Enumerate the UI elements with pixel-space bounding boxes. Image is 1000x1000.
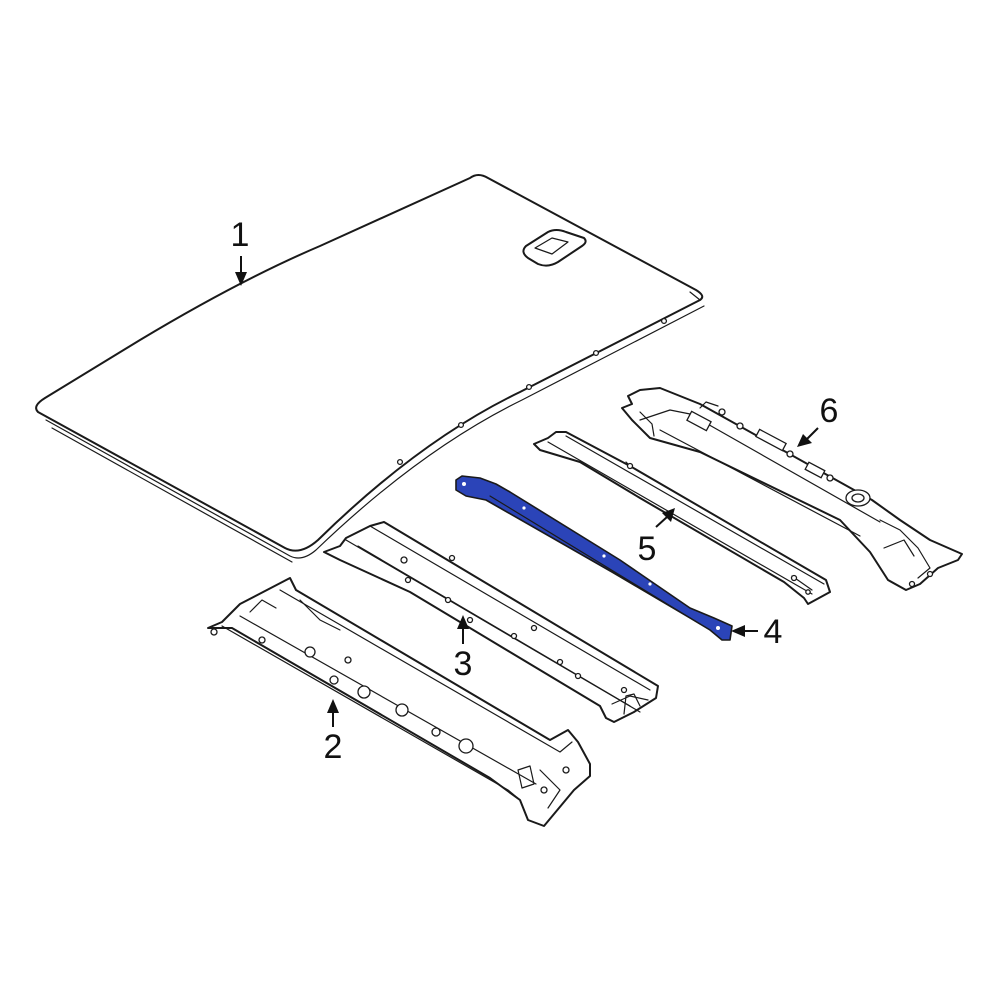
callout-4: 4 — [731, 613, 782, 651]
callout-5: 5 — [638, 508, 675, 568]
callout-arrowhead-5 — [662, 508, 675, 522]
callout-arrowhead-3 — [457, 615, 469, 629]
roof-bow-center[interactable] — [455, 475, 733, 641]
callout-arrowhead-6 — [797, 434, 812, 447]
callout-label-3: 3 — [454, 645, 473, 683]
callout-arrowhead-4 — [731, 625, 745, 637]
callout-3: 3 — [454, 615, 473, 683]
callout-arrow-6 — [805, 427, 819, 441]
callout-label-1: 1 — [231, 216, 250, 254]
callout-arrow-5 — [655, 516, 668, 528]
callout-2: 2 — [324, 699, 343, 766]
callout-label-4: 4 — [764, 613, 783, 651]
callout-arrowhead-2 — [327, 699, 339, 713]
roof-panel[interactable] — [35, 174, 705, 563]
callout-label-2: 2 — [324, 728, 343, 766]
callout-arrowhead-1 — [235, 272, 247, 286]
callout-label-5: 5 — [638, 530, 657, 568]
callout-1: 1 — [231, 216, 250, 286]
roof-bow-front[interactable] — [323, 521, 659, 723]
roof-bow-rear[interactable] — [533, 431, 831, 605]
front-header-panel[interactable] — [207, 577, 591, 827]
callout-label-6: 6 — [820, 392, 839, 430]
rear-header-panel[interactable] — [621, 387, 963, 591]
callout-6: 6 — [797, 392, 838, 447]
